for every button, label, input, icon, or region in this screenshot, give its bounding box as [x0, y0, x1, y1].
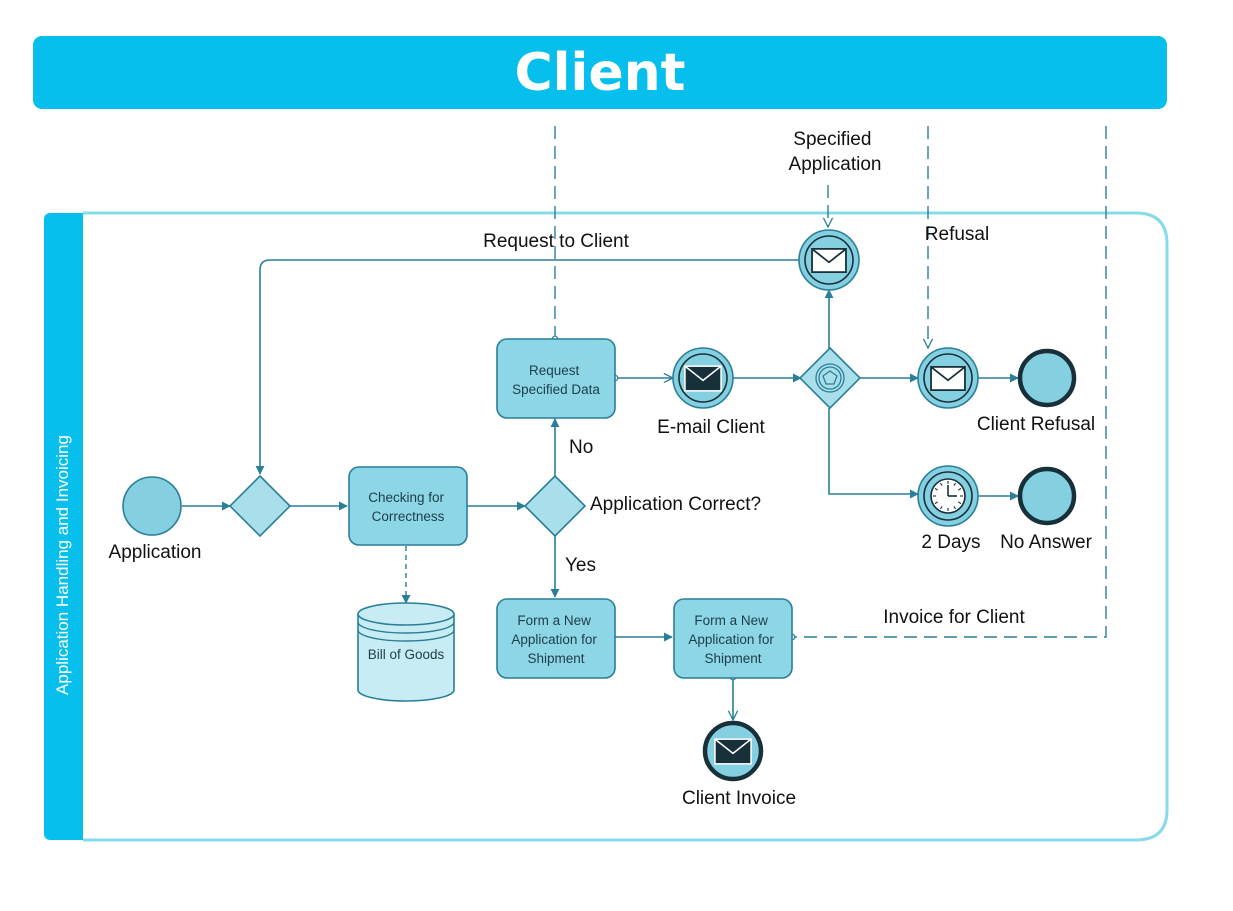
decision-question-label: Application Correct? — [590, 494, 761, 515]
request-to-client-label: Request to Client — [483, 231, 629, 252]
refusal-message-event[interactable] — [917, 347, 979, 409]
message-flow-invoice — [793, 126, 1107, 638]
svg-text:Checking for Correctness: Checking for Correctness — [368, 490, 448, 524]
task-checking-for-correctness[interactable]: Checking for Correctness — [348, 466, 468, 546]
no-branch-label: No — [569, 437, 593, 458]
pool-title: Client — [514, 42, 686, 103]
svg-text:Form a New Application f: Form a New Application for Shipment — [688, 613, 777, 666]
task-form-new-application-2[interactable]: Form a New Application for Shipment — [673, 598, 793, 679]
timer-label: 2 Days — [921, 532, 980, 553]
event-based-gateway[interactable] — [798, 346, 862, 410]
task-form-new-application-1[interactable]: Form a New Application for Shipment — [496, 598, 616, 679]
specified-application-event[interactable] — [798, 229, 860, 291]
lane-border — [83, 211, 1169, 842]
envelope-icon — [714, 738, 752, 765]
svg-text:Form a New Application f: Form a New Application for Shipment — [511, 613, 600, 666]
client-refusal-label: Client Refusal — [977, 414, 1095, 435]
yes-branch-label: Yes — [565, 555, 596, 576]
client-invoice-label: Client Invoice — [682, 788, 796, 809]
exclusive-gateway[interactable] — [523, 474, 587, 538]
svg-text:Bill of Goods: Bill of Goods — [368, 647, 445, 662]
timer-event[interactable] — [917, 465, 979, 527]
merge-gateway[interactable] — [228, 474, 292, 538]
start-event[interactable] — [122, 476, 182, 536]
no-answer-label: No Answer — [1000, 532, 1093, 553]
message-flows — [554, 126, 1107, 638]
clock-icon — [930, 478, 966, 514]
end-event-client-invoice[interactable] — [702, 720, 764, 782]
envelope-icon — [930, 366, 966, 391]
end-event-no-answer[interactable] — [1017, 466, 1077, 526]
lane-header — [44, 213, 83, 840]
pool-header: Client — [33, 36, 1167, 109]
specified-application-label: Specified Application — [789, 129, 882, 175]
invoice-for-client-label: Invoice for Client — [883, 607, 1025, 628]
envelope-icon — [811, 248, 847, 273]
flow-request-to-client-loop — [255, 259, 799, 475]
email-client-event[interactable] — [672, 347, 734, 409]
data-store-bill-of-goods[interactable]: Bill of Goods — [357, 602, 455, 702]
task-request-specified-data[interactable]: Request Specified Data — [496, 338, 616, 419]
refusal-label: Refusal — [925, 224, 989, 245]
start-event-label: Application — [109, 542, 202, 563]
svg-text:Request Specified Data: Request Specified Data — [512, 363, 600, 397]
end-event-client-refusal[interactable] — [1017, 348, 1077, 408]
sequence-flows — [182, 259, 1019, 720]
flow-gateway-to-timer — [828, 408, 919, 499]
envelope-icon — [684, 365, 722, 392]
email-client-label: E-mail Client — [657, 417, 765, 438]
